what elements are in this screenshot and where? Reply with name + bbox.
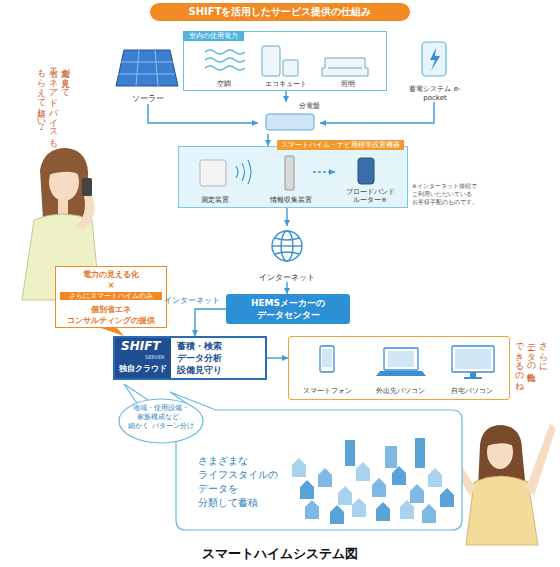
node-text: ブロードバンド ルーター※ [335,189,405,205]
node-text: 蓄積・検索 データ分析 設備見守り [177,340,265,376]
device-node: 情報収集装置 [269,155,313,205]
speech-bubble: 地域・使用設備・ 家族構成など、 細かく パターン分け [118,398,204,444]
internet-node: インターネット [255,226,319,282]
distribution-board-icon [266,114,314,130]
terminal-node: 自宅パソコン [437,341,507,395]
appliance-node: 照明 [320,44,376,88]
edge-label: インターネット [164,296,220,306]
node-text: さまざまな ライフスタイルの データを 分類して蓄積 [198,454,290,510]
node-text: 外出先パソコン [365,387,435,395]
bubble-outline [170,392,462,530]
smartphone-icon [320,346,334,372]
node-text: スマートフォン [297,387,357,395]
terminal-node: スマートフォン [297,341,357,395]
device-node: ブロードバンド ルーター※ [335,155,405,205]
room-power-box: 室内の使用電力空調エコキュート照明 [183,31,387,91]
node-text: 独自クラウド [115,364,171,374]
node-text: 情報収集装置 [269,197,313,205]
callout-pointer [98,327,124,336]
connector [267,134,268,146]
distribution-board: 分電盤 [258,102,320,134]
title-banner: SHIFTを活用したサービス提供の仕組み [150,3,410,21]
node-text: エコキュート [258,80,314,88]
connector [320,102,434,123]
speech-text: さらに、 データの比較も できるのね [514,336,550,408]
node-text: 地域・使用設備・ 家族構成など、 細かく パターン分け [128,404,194,431]
connector [286,208,287,226]
desktop-icon [452,346,494,379]
cloud-server-box: SHIFTSERVER 独自クラウド蓄積・検索 データ分析 設備見守り [113,336,267,380]
node-text: SHIFT [121,339,161,353]
node-text: ソーラー [115,94,181,104]
node-text: SERVER [145,354,165,360]
storage-battery-icon [422,42,446,76]
appliance-node: エコキュート [258,44,314,88]
connector [148,104,258,123]
node-text: スマートハイム・ナビ用標準設置機器 [277,140,404,150]
data-center-box: HEMSメーカーの データセンター [226,294,350,324]
node-text: 個別省エネ コンサルティングの提供 [56,304,166,326]
node-text: 蓄電システム e-pocket [403,85,467,102]
node-text: 電力の見える化 [56,270,166,280]
laptop-icon [376,348,426,376]
footnote: ※インターネット接続で ご利用いただいている お客様手配のものです。 [412,182,490,206]
equipment-box: スマートハイム・ナビ用標準設置機器測定装置情報収集装置ブロードバンド ルーター※ [178,146,408,208]
node-text: 空調 [196,80,252,88]
solar-node: ソーラー [115,40,181,104]
connector [286,282,287,294]
globe-icon [272,231,302,261]
device-node: 測定装置 [187,157,243,205]
data-bubble: さまざまな ライフスタイルの データを 分類して蓄積 [176,410,462,530]
node-text: 分電盤 [299,102,320,110]
node-text: HEMSメーカーの データセンター [226,297,350,321]
solar-panel-icon [116,50,178,86]
connector [285,91,286,102]
callout-box: 電力の見える化×さらにスマートハイムのみ個別省エネ コンサルティングの提供 [55,266,167,328]
storage-node: 蓄電システム e-pocket [403,36,467,102]
connector [267,357,288,358]
appliance-node: 空調 [196,44,252,88]
node-text: 自宅パソコン [437,387,507,395]
figure-caption: スマートハイムシステム図 [0,546,560,562]
node-text: さらにスマートハイムのみ [60,292,162,300]
node-text: インターネット [255,273,319,282]
node-text: 測定装置 [187,197,243,205]
node-text: × [56,281,166,291]
connector [195,309,226,336]
terminal-node: 外出先パソコン [365,341,435,395]
bubble-body [119,399,203,443]
node-text: 室内の使用電力 [183,31,244,41]
device-group-box: スマートフォン外出先パソコン自宅パソコン [288,336,510,400]
node-text: 照明 [320,80,376,88]
speech-text: 電力が見えて 省エネアドバイスも もらえて嬉しい♪ [36,62,72,156]
